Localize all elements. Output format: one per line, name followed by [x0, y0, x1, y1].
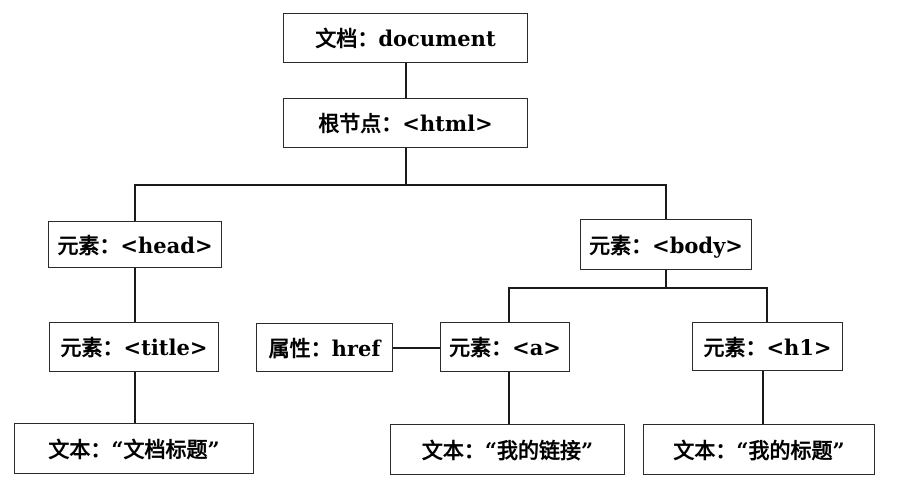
connector-h1-drop: [766, 287, 768, 322]
connector-head-drop: [134, 184, 136, 221]
connector-body-stub: [665, 270, 667, 287]
connector-body-drop: [665, 184, 667, 219]
node-text-my-link: 文本：“我的链接”: [390, 424, 625, 475]
node-text-my-heading: 文本：“我的标题”: [643, 424, 875, 475]
connector-a-text: [508, 372, 510, 424]
connector-html-stub: [405, 148, 407, 185]
connector-head-title: [134, 268, 136, 322]
node-body-element: 元素：<body>: [580, 219, 752, 270]
connector-document-html: [405, 63, 407, 98]
node-head-element: 元素：<head>: [48, 221, 222, 268]
node-html-root: 根节点：<html>: [283, 98, 528, 148]
connector-a-drop: [508, 287, 510, 322]
connector-title-text: [134, 372, 136, 423]
connector-href-attribute-a: [393, 347, 440, 349]
node-h1-element: 元素：<h1>: [692, 322, 843, 371]
connector-h1-text: [762, 371, 764, 424]
connector-body-children-bar: [508, 287, 767, 289]
node-anchor-element: 元素：<a>: [440, 322, 570, 372]
node-href-attribute: 属性：href: [256, 323, 393, 372]
node-title-element: 元素：<title>: [49, 322, 219, 372]
node-document: 文档：document: [283, 13, 528, 63]
connector-html-children-bar: [134, 184, 666, 186]
node-text-document-title: 文本：“文档标题”: [14, 423, 254, 474]
